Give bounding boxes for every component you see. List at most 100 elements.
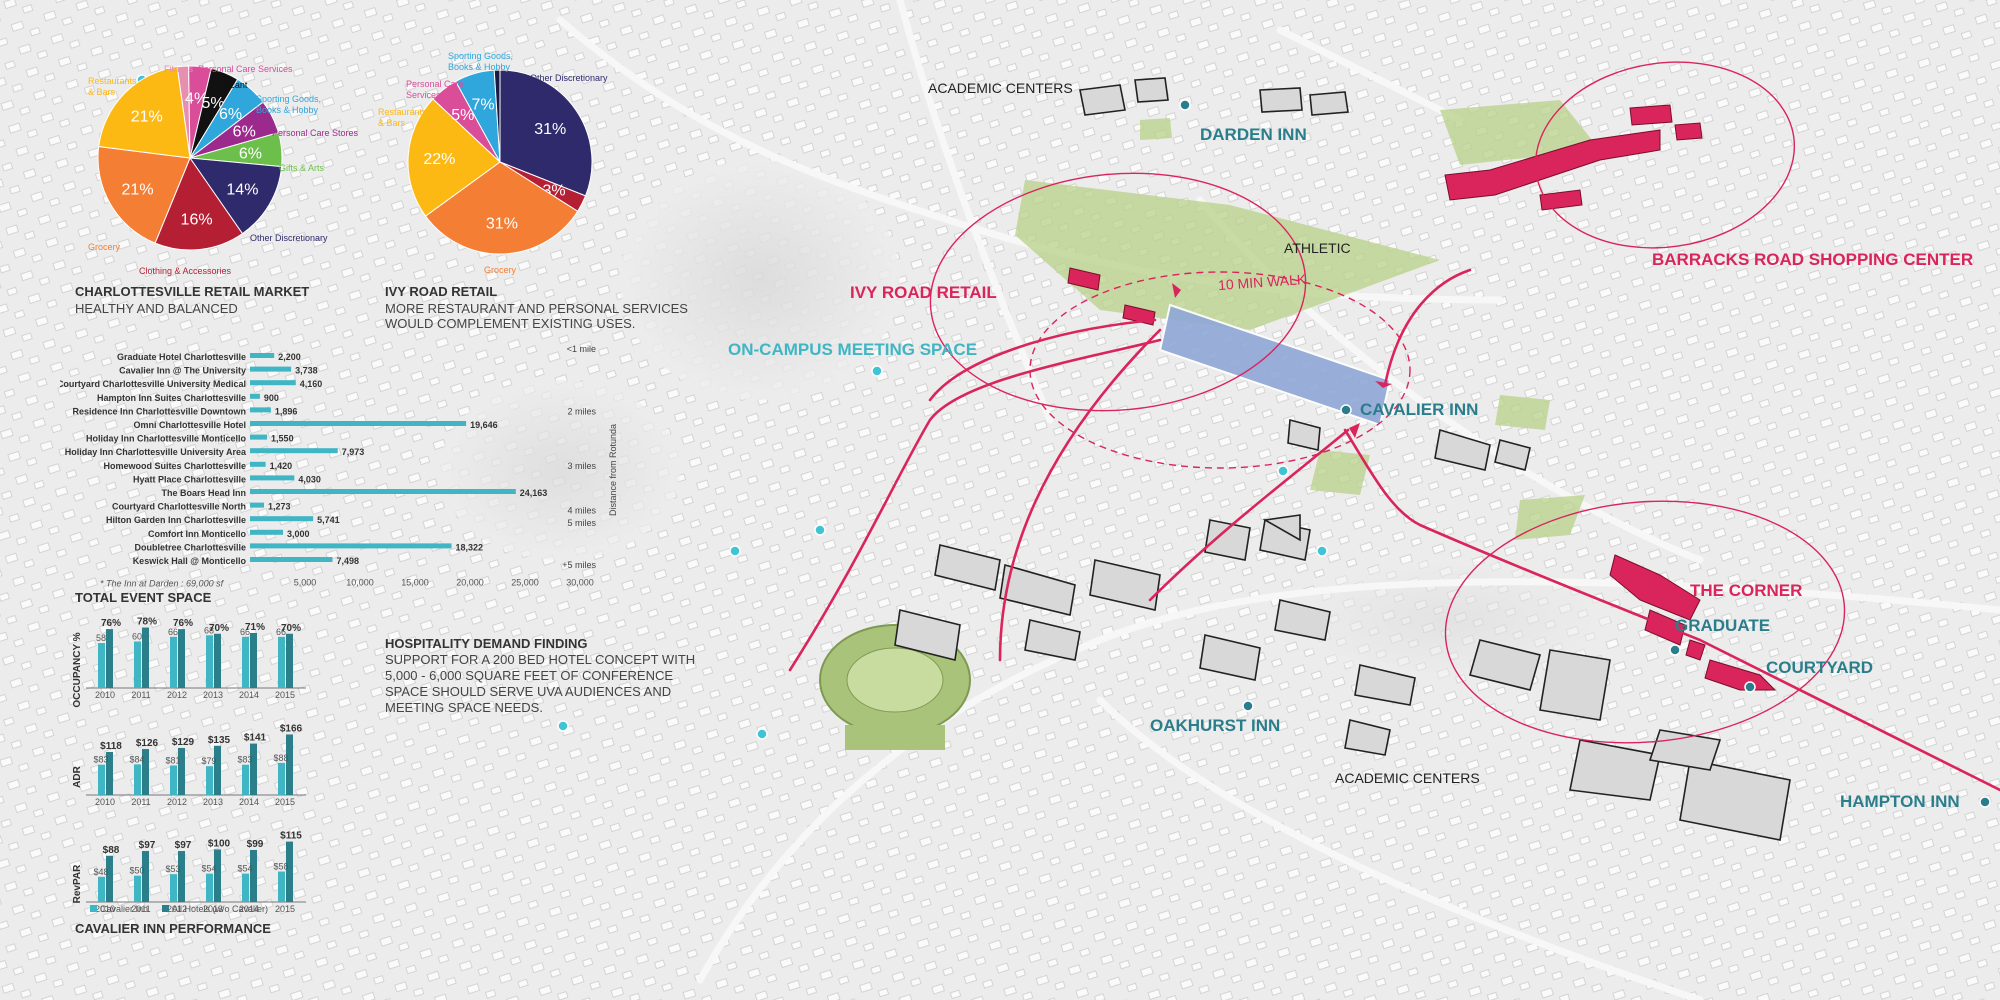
perf-occupancy-year-2011: 2011 (131, 690, 150, 700)
distance-label-2-miles: 2 miles (567, 406, 596, 416)
perf-adr-all-value-2012: $129 (172, 737, 195, 748)
perf-adr-cavalier-value-2011: $84 (129, 754, 144, 764)
perf-occupancy-cavalier-value-2014: 66 (240, 627, 250, 637)
retail-market-subtitle: HEALTHY AND BALANCED (75, 301, 238, 316)
perf-revpar-year-2011: 2011 (131, 904, 150, 914)
hotel-bar-keswick-hall-monticello (250, 557, 333, 562)
map-label-barracks-road: BARRACKS ROAD SHOPPING CENTER (1652, 250, 1974, 269)
ivy-pie-label-restaurants-bars-1: & Bars (378, 118, 406, 128)
perf-adr-all-bar-2010 (106, 751, 113, 795)
hotel-bar-hilton-garden-inn-charlottesville (250, 516, 314, 522)
retail-pie-label-sporting-goods-books-hobby: Sporting Goods, (256, 94, 321, 104)
perf-adr-cavalier-value-2015: $88 (273, 753, 288, 763)
perf-adr-all-value-2013: $135 (208, 735, 231, 746)
perf-occupancy-cavalier-bar-2011 (134, 641, 141, 688)
legend-label-cavalier: Cavalier Inn (100, 904, 148, 914)
ivy-pie-label-grocery: Grocery (484, 265, 517, 275)
perf-revpar-cavalier-bar-2015 (278, 871, 285, 902)
distance-label-4-miles: 4 miles (567, 506, 596, 516)
perf-revpar-year-2013: 2013 (203, 904, 223, 914)
hotel-value-doubletree-charlottesville: 18,322 (456, 542, 484, 552)
hotel-name-holiday-inn-charlottesville-monticello: Holiday Inn Charlottesville Monticello (86, 434, 247, 444)
cavalier-performance-charts: OCCUPANCY %5876%20106078%20116676%201268… (72, 617, 306, 914)
retail-market-title: CHARLOTTESVILLE RETAIL MARKET (75, 284, 310, 299)
hotel-bar-hampton-inn-suites-charlottesville (250, 393, 260, 399)
cavalier-site (1158, 303, 1392, 427)
perf-adr-cavalier-bar-2014 (242, 764, 249, 795)
perf-occupancy-cavalier-value-2013: 68 (204, 625, 214, 635)
perf-adr-cavalier-value-2013: $79 (201, 756, 216, 766)
ivy-pie-slice-pct-2: 31% (486, 216, 518, 233)
perf-adr-all-value-2014: $141 (244, 733, 267, 744)
perf-occupancy-all-value-2011: 78% (137, 617, 157, 628)
perf-occupancy-year-2014: 2014 (239, 690, 259, 700)
hotel-value-the-boars-head-inn: 24,163 (520, 488, 548, 498)
retail-pie-slice-pct-8: 21% (122, 182, 154, 199)
hotel-bar-holiday-inn-charlottesville-monticello (250, 434, 268, 440)
ivy-pie-label-sporting-goods-books-hobby: Sporting Goods, (448, 51, 513, 61)
hotel-name-courtyard-charlottesville-north: Courtyard Charlottesville North (112, 502, 246, 512)
perf-occupancy-all-value-2012: 76% (173, 618, 193, 629)
map-label-ivy-road-retail: IVY ROAD RETAIL (850, 283, 997, 302)
retail-pie-slice-pct-2: 5% (201, 95, 224, 112)
event-space-footnote: * The Inn at Darden : 69,000 sf (100, 579, 225, 589)
hotel-value-hilton-garden-inn-charlottesville: 5,741 (317, 515, 340, 525)
hospitality-title: HOSPITALITY DEMAND FINDING (385, 636, 588, 651)
hospitality-line-3: SPACE SHOULD SERVE UVA AUDIENCES AND (385, 684, 672, 699)
performance-title: CAVALIER INN PERFORMANCE (75, 921, 271, 936)
hotel-name-keswick-hall-monticello: Keswick Hall @ Monticello (133, 556, 247, 566)
perf-revpar-cavalier-value-2011: $50 (129, 866, 144, 876)
ivy-pie-label-personal-care-services: Personal Care (406, 79, 464, 89)
retail-pie-slice-6 (188, 157, 283, 235)
perf-label-occupancy: OCCUPANCY % (72, 632, 83, 707)
ivy-retail-subtitle-1: MORE RESTAURANT AND PERSONAL SERVICES (385, 301, 688, 316)
perf-occupancy-all-bar-2012 (178, 629, 185, 688)
retail-pie-slice-pct-9: 21% (131, 108, 163, 125)
hotel-bar-courtyard-charlottesville-north (250, 502, 265, 508)
perf-adr-all-value-2015: $166 (280, 723, 303, 734)
hotel-name-homewood-suites-charlottesville: Homewood Suites Charlottesville (103, 461, 246, 471)
retail-pie-label-clothing-accessories: Clothing & Accessories (139, 266, 232, 276)
ivy-retail-subtitle-2: WOULD COMPLEMENT EXISTING USES. (385, 316, 636, 331)
perf-occupancy-all-value-2010: 76% (101, 618, 121, 629)
perf-occupancy-all-bar-2015 (286, 633, 293, 688)
hotel-value-courtyard-charlottesville-north: 1,273 (268, 502, 291, 512)
hospitality-line-1: SUPPORT FOR A 200 BED HOTEL CONCEPT WITH (385, 652, 696, 667)
perf-revpar-all-bar-2014 (250, 849, 257, 902)
ivy-pie-label-restaurants-bars: Restaurants (378, 107, 427, 117)
retail-pie-label-restaurants-bars: Restaurants (88, 76, 137, 86)
perf-revpar-cavalier-bar-2011 (134, 875, 141, 902)
ivy-pie-slice-pct-3: 22% (423, 151, 455, 168)
perf-adr-year-2011: 2011 (131, 797, 150, 807)
hotel-bar-hyatt-place-charlottesville (250, 475, 295, 481)
ivy-pie-slice-0 (499, 69, 593, 197)
hotel-name-hilton-garden-inn-charlottesville: Hilton Garden Inn Charlottesville (106, 515, 246, 525)
total-event-space-title: TOTAL EVENT SPACE (75, 590, 212, 605)
hotel-value-homewood-suites-charlottesville: 1,420 (270, 461, 293, 471)
legend-swatch-cavalier (90, 905, 97, 912)
perf-revpar-all-bar-2010 (106, 855, 113, 902)
perf-revpar-all-value-2012: $97 (175, 840, 192, 851)
retail-pie-label-fitness: Fitness (164, 64, 194, 74)
x-tick-2: 15,000 (401, 578, 429, 588)
perf-revpar-year-2015: 2015 (275, 904, 295, 914)
x-tick-4: 25,000 (511, 578, 539, 588)
ivy-road-pie-chart: 31%3%31%22%5%7%Other DiscretionaryGrocer… (378, 51, 608, 275)
perf-adr-year-2014: 2014 (239, 797, 259, 807)
ivy-pie-slice-pct-0: 31% (534, 121, 566, 138)
hospitality-line-4: MEETING SPACE NEEDS. (385, 700, 543, 715)
perf-occupancy-year-2012: 2012 (167, 690, 187, 700)
hotel-name-the-boars-head-inn: The Boars Head Inn (161, 488, 246, 498)
perf-revpar-all-bar-2013 (214, 849, 221, 902)
hotel-bar-cavalier-inn-the-university (250, 366, 292, 372)
hotel-name-hampton-inn-suites-charlottesville: Hampton Inn Suites Charlottesville (97, 393, 246, 403)
hotel-name-holiday-inn-charlottesville-university-area: Holiday Inn Charlottesville University A… (65, 447, 247, 457)
hotel-name-hyatt-place-charlottesville: Hyatt Place Charlottesville (133, 474, 246, 484)
x-tick-5: 30,000 (566, 578, 594, 588)
retail-pie-slice-pct-3: 6% (219, 106, 242, 123)
hotel-value-holiday-inn-charlottesville-university-area: 7,973 (342, 447, 365, 457)
hotel-value-omni-charlottesville-hotel: 19,646 (470, 420, 498, 430)
retail-pie-slice-pct-6: 14% (226, 182, 258, 199)
